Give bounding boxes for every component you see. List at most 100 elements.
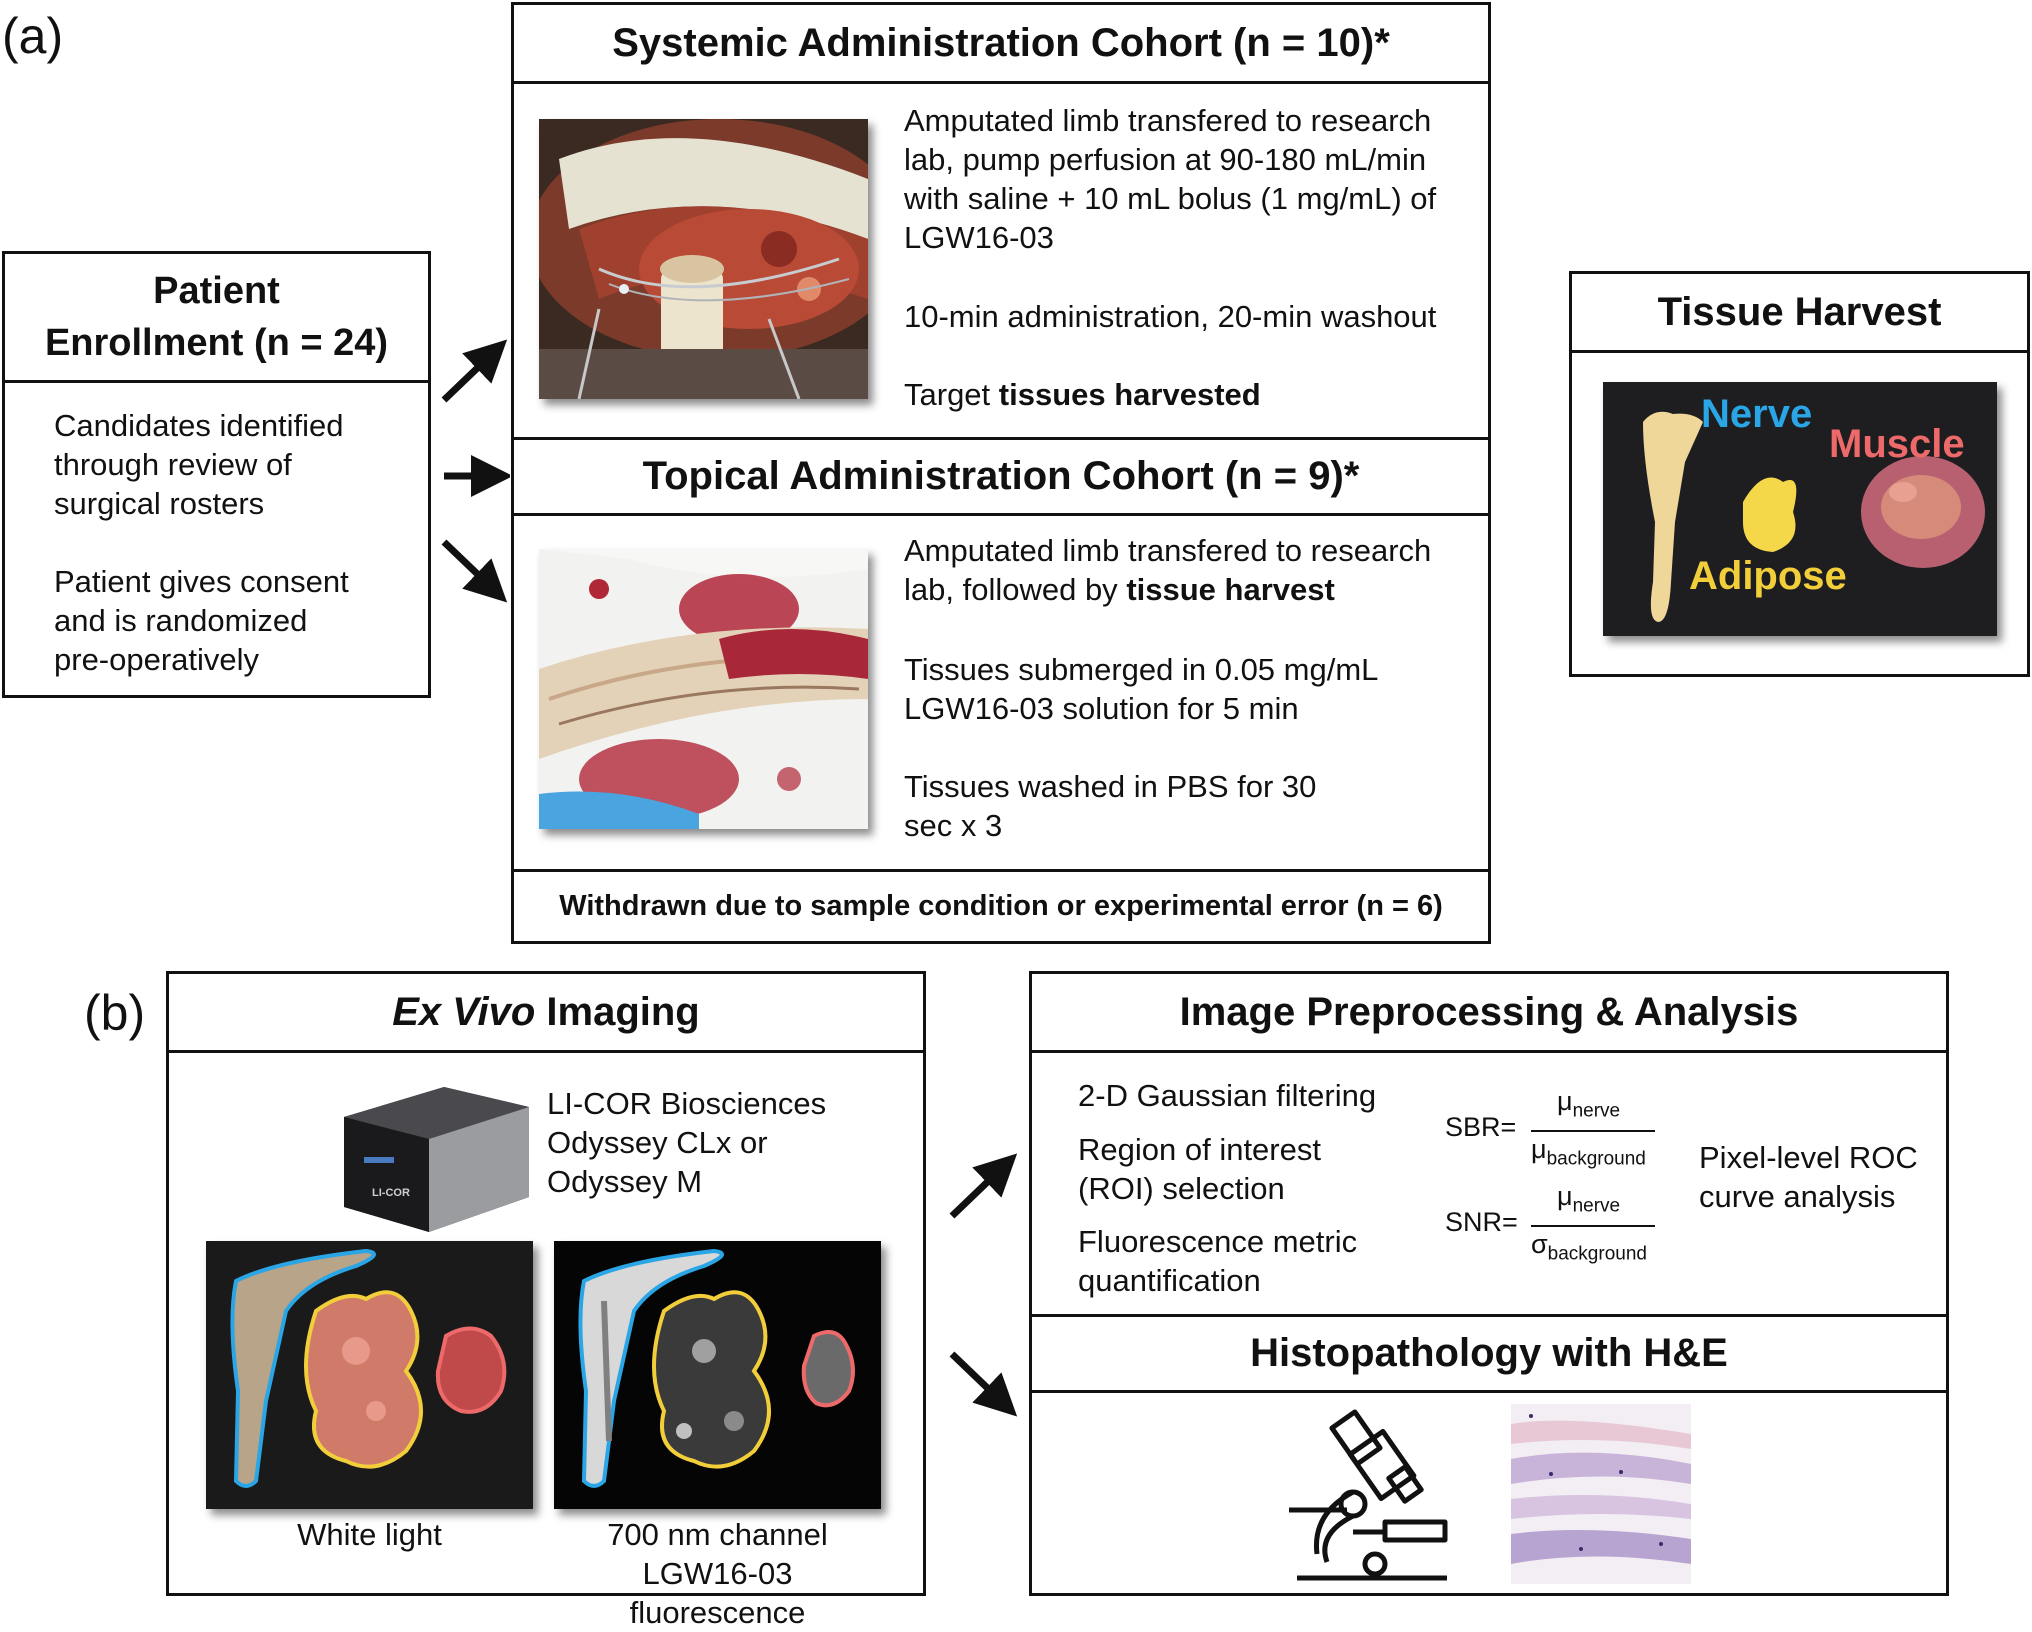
arrow-to-systemic [441,339,508,403]
ex-vivo-imaging-header: Ex Vivo Imaging [169,974,923,1053]
caption-white-light: White light [297,1517,442,1552]
tissue-harvest-box: Tissue Harvest Nerve Muscle Adipose [1569,271,2030,677]
enrollment-box: Patient Enrollment (n = 24) Candidates i… [2,251,431,698]
device-text: LI-COR Biosciences Odyssey CLx or Odysse… [547,1084,826,1201]
text-run-bold: tissue harvest [1126,572,1335,607]
symbol: μ [1531,1134,1547,1164]
text-line: lab, followed by tissue harvest [904,570,1431,609]
sbr-denominator: μbackground [1531,1134,1646,1170]
text-line: Patient gives consent [54,564,349,599]
analysis-step-2: Region of interest (ROI) selection [1078,1130,1321,1208]
analysis-step-1: 2-D Gaussian filtering [1078,1078,1377,1113]
symbol: μ [1557,1086,1573,1116]
label-muscle: Muscle [1829,422,1965,466]
topical-header: Topical Administration Cohort (n = 9)* [514,437,1488,516]
sbr-fraction-bar [1531,1130,1655,1132]
text-line: Amputated limb transfered to research [904,533,1432,568]
text-line: Amputated limb transfered to research [904,103,1432,138]
enrollment-text-1: Candidates identified through review of … [54,406,344,523]
text-line: Odyssey M [547,1164,703,1199]
text-line: with saline + 10 mL bolus (1 mg/mL) of [904,181,1437,216]
withdrawn-text: Withdrawn due to sample condition or exp… [559,890,1443,922]
text-line: LGW16-03 [904,220,1054,255]
sbr-formula: SBR= μnerve μbackground [1445,1086,1665,1178]
arrow-to-analysis [949,1153,1018,1219]
text-run: Target [904,377,999,412]
enrollment-header: Patient Enrollment (n = 24) [5,254,428,383]
text-line: Region of interest [1078,1132,1321,1167]
tissue-harvest-photo: Nerve Muscle Adipose [1603,382,1997,636]
panel-label-b: (b) [84,985,146,1041]
symbol: μ [1557,1181,1573,1211]
microscope-icon [1287,1404,1457,1584]
histology-image [1511,1404,1691,1584]
label-adipose: Adipose [1689,554,1847,598]
ex-vivo-imaging-box: Ex Vivo Imaging LI-COR LI-COR Bioscience… [166,971,926,1630]
text-line: LGW16-03 fluorescence [629,1556,806,1630]
analysis-header: Image Preprocessing & Analysis [1032,974,1946,1053]
enrollment-text-2: Patient gives consent and is randomized … [54,562,349,679]
cohort-column-box: Systemic Administration Cohort (n = 10)*… [511,2,1491,944]
subscript: background [1546,1148,1646,1170]
label-nerve: Nerve [1701,392,1813,436]
text-line: Tissues submerged in 0.05 mg/mL [904,652,1379,687]
snr-lhs: SNR= [1445,1207,1518,1237]
withdrawn-footer: Withdrawn due to sample condition or exp… [514,869,1488,941]
symbol: σ [1531,1229,1548,1259]
text-line: through review of [54,447,292,482]
nir-image [554,1241,881,1509]
systemic-text-1: Amputated limb transfered to research la… [904,101,1436,257]
text-line: Pixel-level ROC [1699,1140,1918,1175]
text-line: Tissues washed in PBS for 30 [904,769,1317,804]
text-line: Odyssey CLx or [547,1125,768,1160]
analysis-step-3: Fluorescence metric quantification [1078,1222,1357,1300]
systemic-photo [539,119,868,399]
snr-numerator: μnerve [1557,1181,1620,1217]
text-run-bold: tissues harvested [998,377,1261,412]
text-line: and is randomized [54,603,308,638]
snr-fraction-bar [1531,1225,1655,1227]
sbr-numerator: μnerve [1557,1086,1620,1122]
header-run: Imaging [535,989,700,1034]
text-line: LI-COR Biosciences [547,1086,827,1121]
histo-header: Histopathology with H&E [1032,1314,1946,1393]
text-line: LGW16-03 solution for 5 min [904,691,1299,726]
text-line: (ROI) selection [1078,1171,1285,1206]
sbr-lhs: SBR= [1445,1112,1517,1142]
text-line: Candidates identified [54,408,344,443]
subscript: nerve [1572,1195,1621,1217]
text-run: lab, followed by [904,572,1127,607]
text-line: pre-operatively [54,642,260,677]
snr-formula: SNR= μnerve σbackground [1445,1181,1675,1273]
text-line: quantification [1078,1263,1261,1298]
subscript: nerve [1572,1100,1621,1122]
caption-nir: 700 nm channel LGW16-03 fluorescence [554,1515,881,1632]
text-line: sec x 3 [904,808,1003,843]
systemic-header: Systemic Administration Cohort (n = 10)* [514,5,1488,84]
roc-text: Pixel-level ROC curve analysis [1699,1138,1918,1216]
topical-text-2: Tissues submerged in 0.05 mg/mL LGW16-03… [904,650,1378,728]
topical-text-1: Amputated limb transfered to research la… [904,531,1431,609]
snr-denominator: σbackground [1531,1229,1647,1265]
systemic-text-3: Target tissues harvested [904,375,1261,414]
text-line: curve analysis [1699,1179,1896,1214]
arrow-to-withdrawn [441,539,508,603]
flow-arrows-b [949,1153,1018,1417]
analysis-column-box: Image Preprocessing & Analysis 2-D Gauss… [1029,971,1949,1596]
tissue-harvest-header: Tissue Harvest [1572,274,2027,353]
text-line: Fluorescence metric [1078,1224,1358,1259]
subscript: background [1547,1243,1647,1265]
text-line: 700 nm channel [607,1517,828,1552]
enrollment-title-line1: Patient [153,270,280,312]
enrollment-title-line2: Enrollment (n = 24) [44,322,389,364]
systemic-text-2: 10-min administration, 20-min washout [904,299,1437,334]
text-line: surgical rosters [54,486,265,521]
text-line: lab, pump perfusion at 90-180 mL/min [904,142,1427,177]
topical-photo [539,549,868,829]
header-run-italic: Ex Vivo [392,989,536,1034]
panel-label-a: (a) [2,8,64,64]
white-light-image [206,1241,533,1509]
flow-arrows-a [441,339,510,603]
licor-brand: LI-COR [372,1187,410,1199]
arrow-to-histo [949,1351,1018,1417]
